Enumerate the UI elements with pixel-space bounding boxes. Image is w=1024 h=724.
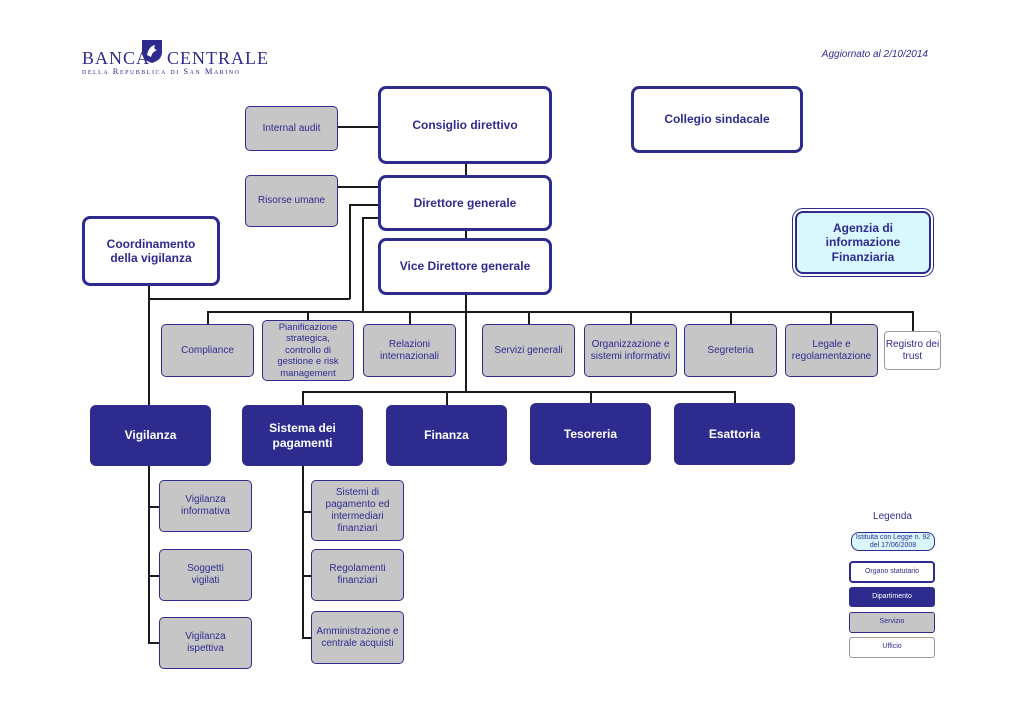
- logo-word-left: BANCA: [82, 48, 151, 68]
- vice-director-general[interactable]: Vice Direttore generale: [378, 238, 552, 295]
- director-general[interactable]: Direttore generale: [378, 175, 552, 231]
- logo-subtitle: della Repubblica di San Marino: [82, 66, 241, 76]
- administration-procurement-service[interactable]: Amministrazione e centrale acquisti: [311, 611, 404, 664]
- secretariat-service[interactable]: Segreteria: [684, 324, 777, 377]
- legend-title: Legenda: [873, 511, 912, 522]
- organization-it-service[interactable]: Organizzazione e sistemi informativi: [584, 324, 677, 377]
- legend-department: Dipartimento: [849, 587, 935, 607]
- compliance-service[interactable]: Compliance: [161, 324, 254, 377]
- supervised-entities-service[interactable]: Soggetti vigilati: [159, 549, 252, 601]
- update-date: Aggiornato al 2/10/2014: [821, 49, 928, 60]
- legend-statutory-body: Organo statutario: [849, 561, 935, 583]
- emblem-icon: [142, 40, 162, 63]
- planning-service[interactable]: Pianificazione strategica, controllo di …: [262, 320, 354, 381]
- international-relations-service[interactable]: Relazioni internazionali: [363, 324, 456, 377]
- legend-service: Servizio: [849, 612, 935, 633]
- finance-department[interactable]: Finanza: [386, 405, 507, 466]
- collection-department[interactable]: Esattoria: [674, 403, 795, 465]
- payments-department[interactable]: Sistema dei pagamenti: [242, 405, 363, 466]
- human-resources-service[interactable]: Risorse umane: [245, 175, 338, 227]
- board-of-directors[interactable]: Consiglio direttivo: [378, 86, 552, 164]
- logo-word-right: CENTRALE: [167, 48, 269, 68]
- legal-service[interactable]: Legale e regolamentazione: [785, 324, 878, 377]
- bank-logo: BANCA CENTRALE della Repubblica di San M…: [82, 38, 268, 78]
- supervision-department[interactable]: Vigilanza: [90, 405, 211, 466]
- board-of-auditors[interactable]: Collegio sindacale: [631, 86, 803, 153]
- trust-registry-office[interactable]: Registro dei trust: [884, 331, 941, 370]
- inspection-supervision-service[interactable]: Vigilanza ispettiva: [159, 617, 252, 669]
- legend-office: Ufficio: [849, 637, 935, 658]
- general-services-service[interactable]: Servizi generali: [482, 324, 575, 377]
- supervision-coordination[interactable]: Coordinamento della vigilanza: [82, 216, 220, 286]
- legend-established-by-law: Istituita con Legge n. 92 del 17/06/2008: [851, 532, 935, 551]
- internal-audit-service[interactable]: Internal audit: [245, 106, 338, 151]
- treasury-department[interactable]: Tesoreria: [530, 403, 651, 465]
- financial-intelligence-agency[interactable]: Agenzia di informazione Finanziaria: [792, 208, 934, 277]
- settlements-service[interactable]: Regolamenti finanziari: [311, 549, 404, 601]
- informative-supervision-service[interactable]: Vigilanza informativa: [159, 480, 252, 532]
- payment-systems-service[interactable]: Sistemi di pagamento ed intermediari fin…: [311, 480, 404, 541]
